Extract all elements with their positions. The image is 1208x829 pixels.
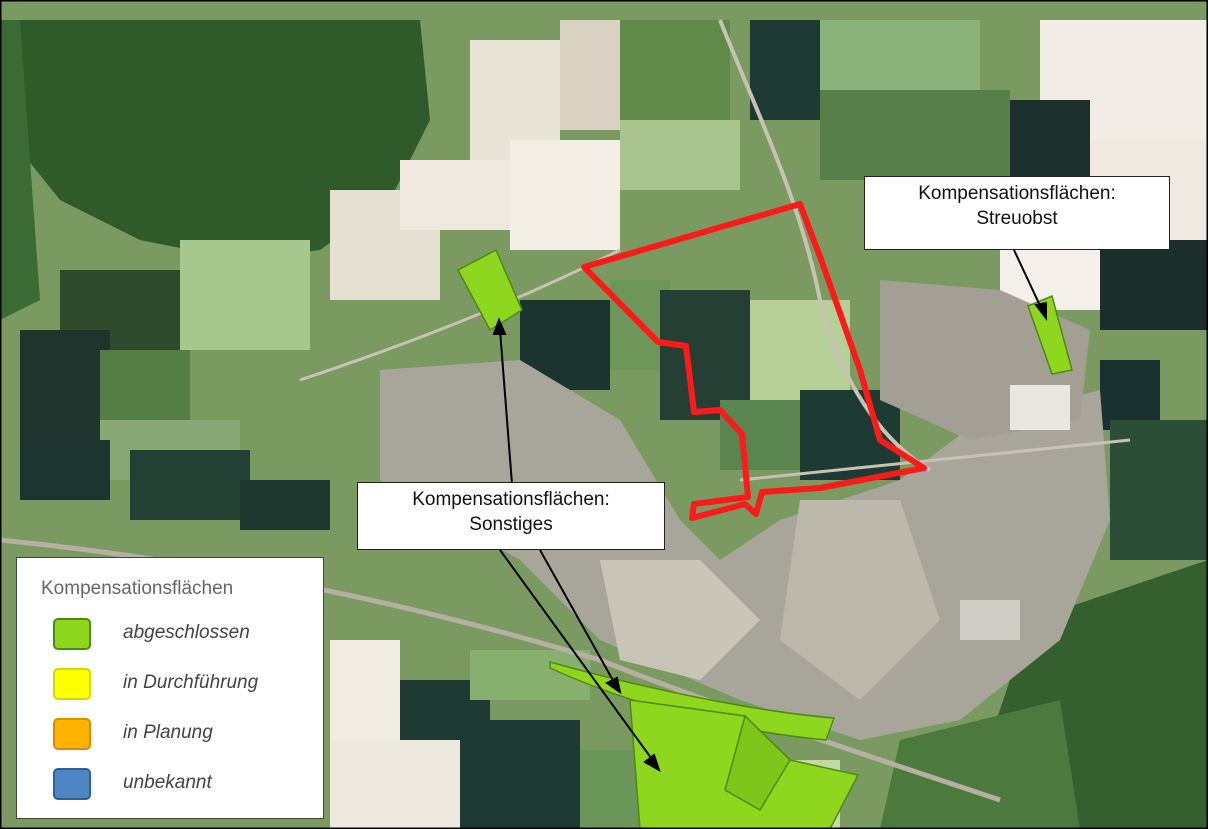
callout-streuobst: Kompensationsflächen: Streuobst: [864, 176, 1170, 250]
map-legend: Kompensationsflächen abgeschlossen in Du…: [16, 557, 324, 819]
settlement-area: [380, 280, 1110, 740]
callout-sonstiges-line1: Kompensationsflächen:: [412, 489, 610, 510]
callout-streuobst-line1: Kompensationsflächen:: [918, 183, 1116, 204]
callout-streuobst-line2: Streuobst: [976, 208, 1058, 229]
legend-item-in-planung: in Planung: [53, 718, 313, 754]
legend-label: unbekannt: [123, 772, 212, 793]
callout-arrows: [492, 249, 1047, 773]
legend-item-abgeschlossen: abgeschlossen: [53, 618, 313, 654]
compensation-area-abgeschlossen[interactable]: [456, 248, 1073, 829]
field-parcels: [20, 20, 1208, 829]
legend-label: abgeschlossen: [123, 622, 250, 643]
planning-area-boundary[interactable]: [581, 201, 927, 521]
legend-item-in-durchfuehrung: in Durchführung: [53, 668, 313, 704]
swatch-in-planung: [53, 718, 91, 750]
legend-title: Kompensationsflächen: [41, 578, 234, 599]
swatch-abgeschlossen: [53, 618, 91, 650]
callout-sonstiges-line2: Sonstiges: [469, 514, 553, 535]
legend-label: in Planung: [123, 722, 213, 743]
legend-label: in Durchführung: [123, 672, 259, 693]
callout-sonstiges: Kompensationsflächen: Sonstiges: [357, 482, 665, 550]
swatch-unbekannt: [53, 768, 91, 800]
swatch-in-durchfuehrung: [53, 668, 91, 700]
legend-item-unbekannt: unbekannt: [53, 768, 313, 804]
